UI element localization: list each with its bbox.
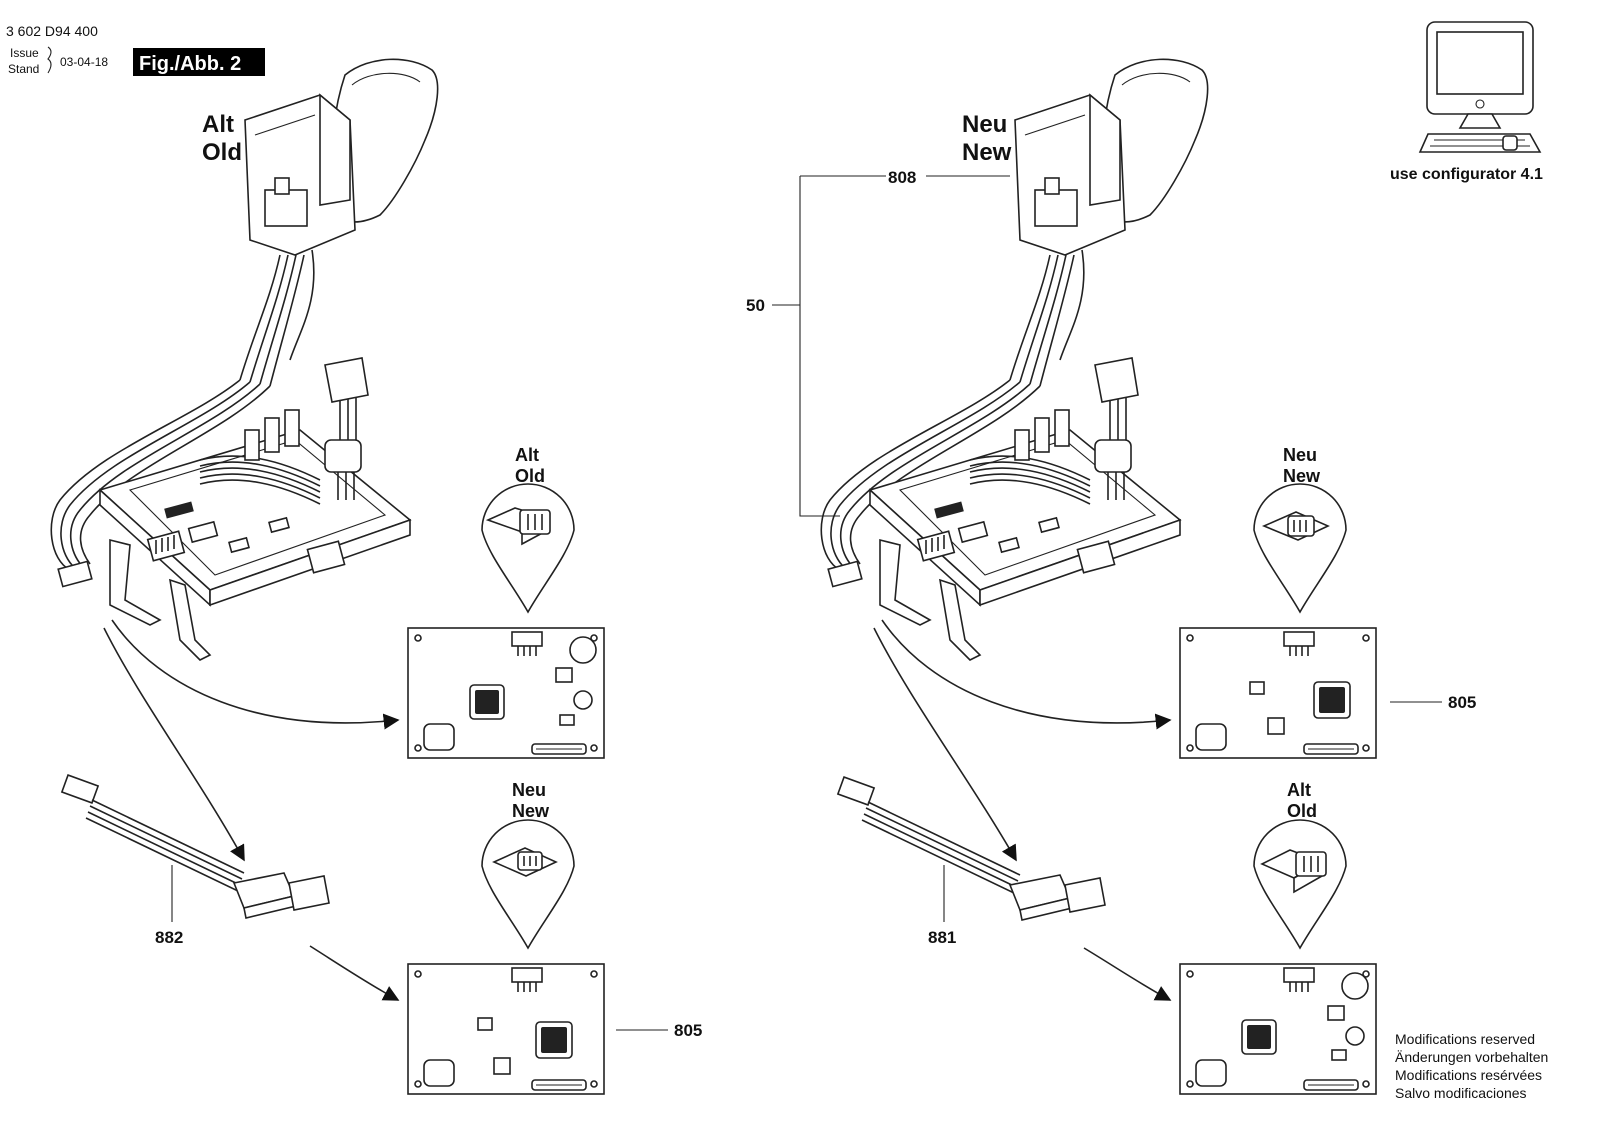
stand-label: Stand — [8, 62, 39, 76]
left-detail-bottom-en: New — [512, 801, 550, 821]
connector-detail-old — [485, 507, 551, 546]
left-adapter-cable[interactable] — [61, 774, 330, 919]
connector-detail-old-bottom — [1260, 849, 1327, 894]
assembly-bracket — [799, 176, 840, 517]
note-line-es: Salvo modificaciones — [1395, 1085, 1527, 1101]
left-assembly: Alt Old Alt Old Neu New — [50, 58, 702, 1095]
configurator[interactable]: use configurator 4.1 — [1390, 21, 1543, 183]
left-detail-top-de: Alt — [515, 445, 539, 465]
configurator-label: use configurator 4.1 — [1390, 166, 1543, 183]
assembly-ref: 50 — [746, 296, 765, 315]
figure-label: Fig./Abb. 2 — [139, 53, 241, 75]
left-detail-top-en: Old — [515, 466, 545, 486]
right-pcb-bottom-components — [1241, 972, 1369, 1061]
right-title-en: New — [962, 139, 1012, 166]
right-pcb-top-components — [1249, 681, 1351, 735]
right-cable-ref: 881 — [928, 928, 956, 947]
left-title-de: Alt — [202, 111, 234, 138]
switch-ref: 808 — [888, 168, 916, 187]
note-line-de: Änderungen vorbehalten — [1395, 1049, 1548, 1065]
left-arrow-to-top-pcb — [111, 619, 400, 730]
left-detail-bottom-de: Neu — [512, 780, 546, 800]
computer-icon — [1418, 21, 1542, 153]
brace-mark — [47, 46, 52, 74]
right-assembly: Neu New 808 50 Neu New 805 Alt Old — [746, 58, 1476, 1095]
note-line-en: Modifications reserved — [1395, 1031, 1535, 1047]
right-detail-top-de: Neu — [1283, 445, 1317, 465]
modifications-note: Modifications reserved Änderungen vorbeh… — [1395, 1031, 1548, 1101]
right-detail-bottom-de: Alt — [1287, 780, 1311, 800]
right-arrow-to-bottom-pcb — [1083, 947, 1172, 1001]
right-title-de: Neu — [962, 111, 1007, 138]
right-detail-top-bubble[interactable] — [1253, 483, 1347, 613]
right-board-ref: 805 — [1448, 693, 1476, 712]
connector-detail-new — [492, 847, 558, 877]
right-arrow-to-cable — [873, 627, 1017, 862]
left-title-en: Old — [202, 139, 242, 166]
right-switch-harness[interactable] — [820, 58, 1209, 661]
document-header: 3 602 D94 400 Issue Stand 03-04-18 Fig./… — [6, 23, 265, 76]
right-detail-bottom-en: Old — [1287, 801, 1317, 821]
figure-label-box — [133, 48, 265, 76]
left-arrow-to-cable — [103, 627, 245, 862]
left-switch-harness[interactable] — [50, 58, 439, 661]
right-arrow-to-top-pcb — [881, 619, 1172, 730]
left-detail-bottom-bubble[interactable] — [481, 819, 575, 949]
left-pcb-top-components — [469, 636, 597, 726]
left-pcb-bottom-components — [477, 1017, 573, 1075]
document-number: 3 602 D94 400 — [6, 23, 98, 39]
left-detail-top-bubble[interactable] — [481, 483, 575, 613]
issue-label: Issue — [10, 46, 39, 60]
left-cable-ref: 882 — [155, 928, 183, 947]
note-line-fr: Modifications resérvées — [1395, 1067, 1542, 1083]
connector-detail-new-top — [1261, 511, 1330, 541]
left-board-ref: 805 — [674, 1021, 702, 1040]
issue-date: 03-04-18 — [60, 55, 108, 69]
left-arrow-to-bottom-pcb — [309, 945, 400, 1001]
right-adapter-cable[interactable] — [837, 776, 1106, 921]
right-detail-top-en: New — [1283, 466, 1321, 486]
